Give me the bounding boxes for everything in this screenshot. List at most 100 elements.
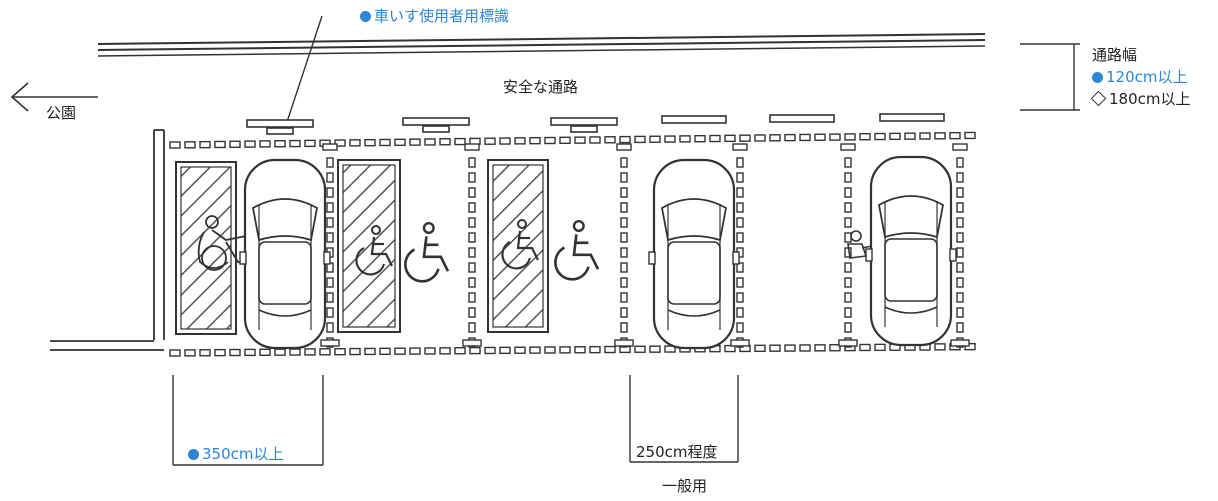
dash-segment bbox=[468, 292, 476, 303]
dash-segment bbox=[468, 157, 476, 168]
dash-segment bbox=[614, 339, 634, 347]
dash-segment bbox=[694, 134, 706, 143]
dash-segment bbox=[320, 339, 340, 347]
blue-dot-icon bbox=[188, 449, 199, 460]
dash-segment bbox=[184, 349, 196, 357]
dash-segment bbox=[468, 172, 476, 183]
dash-segment bbox=[464, 143, 480, 151]
dash-segment bbox=[844, 187, 852, 198]
dash-segment bbox=[544, 346, 556, 354]
dash-segment bbox=[732, 143, 748, 151]
dash-segment bbox=[679, 135, 691, 143]
dash-segment bbox=[838, 339, 858, 347]
dash-segment bbox=[326, 277, 334, 288]
dash-segment bbox=[784, 344, 796, 352]
dash-segment bbox=[844, 217, 852, 228]
dash-segment bbox=[956, 187, 964, 198]
dash-segment bbox=[736, 157, 744, 168]
dash-segment bbox=[304, 139, 316, 148]
dash-segment bbox=[649, 345, 661, 353]
dash-segment bbox=[739, 134, 751, 142]
dash-segment bbox=[799, 133, 811, 142]
dash-segment bbox=[604, 345, 616, 354]
dash-segment bbox=[322, 143, 338, 151]
dash-segment bbox=[649, 135, 661, 143]
dash-segment bbox=[874, 343, 886, 352]
person-in-wheelchair-icon bbox=[197, 215, 251, 271]
dash-segment bbox=[844, 202, 852, 213]
dash-segment bbox=[462, 339, 482, 347]
dash-segment bbox=[829, 133, 841, 141]
path-width-diamond-text: 180cm以上 bbox=[1109, 90, 1191, 108]
dashed-lines bbox=[169, 131, 976, 357]
dash-segment bbox=[754, 134, 766, 142]
dash-segment bbox=[956, 217, 964, 228]
dash-segment bbox=[326, 217, 334, 228]
dash-segment bbox=[956, 322, 964, 333]
dash-segment bbox=[304, 348, 316, 356]
dash-segment bbox=[620, 217, 628, 228]
dash-segment bbox=[468, 307, 476, 318]
dash-segment bbox=[468, 277, 476, 288]
dash-segment bbox=[468, 187, 476, 198]
dash-segment bbox=[620, 292, 628, 303]
dash-segment bbox=[468, 217, 476, 228]
park-label: 公園 bbox=[46, 104, 77, 122]
dash-segment bbox=[956, 232, 964, 243]
dash-segment bbox=[620, 202, 628, 213]
person-icon bbox=[847, 230, 873, 259]
dash-segment bbox=[956, 202, 964, 213]
dash-segment bbox=[379, 138, 391, 147]
dash-segment bbox=[574, 346, 586, 354]
dash-segment bbox=[349, 347, 361, 356]
dash-segment bbox=[844, 232, 852, 243]
dash-segment bbox=[364, 138, 376, 147]
dash-segment bbox=[844, 307, 852, 318]
dash-segment bbox=[709, 134, 721, 143]
dash-segment bbox=[664, 135, 676, 143]
dash-segment bbox=[736, 172, 744, 183]
dash-segment bbox=[319, 348, 331, 356]
general-width-label: 250cm程度 bbox=[636, 443, 718, 461]
dash-segment bbox=[454, 137, 466, 146]
road-edge bbox=[97, 33, 986, 57]
dash-segment bbox=[736, 262, 744, 273]
dash-segment bbox=[499, 346, 511, 355]
dash-segment bbox=[874, 132, 886, 141]
path-width-bracket bbox=[1020, 43, 1080, 111]
dash-segment bbox=[326, 157, 334, 168]
arrow-left-icon bbox=[10, 82, 98, 112]
dash-segment bbox=[559, 136, 571, 145]
dash-segment bbox=[844, 277, 852, 288]
dash-segment bbox=[468, 322, 476, 333]
dash-segment bbox=[859, 343, 871, 352]
accessible-width-text: 350cm以上 bbox=[202, 445, 284, 463]
dash-segment bbox=[844, 262, 852, 273]
dash-segment bbox=[468, 232, 476, 243]
dash-segment bbox=[468, 262, 476, 273]
safe-path-label: 安全な通路 bbox=[503, 78, 579, 96]
dash-segment bbox=[289, 348, 301, 356]
hatched-access-aisles bbox=[175, 159, 549, 335]
dash-segment bbox=[799, 344, 811, 352]
dash-segment bbox=[484, 137, 496, 145]
general-use-label: 一般用 bbox=[662, 477, 708, 495]
dash-segment bbox=[214, 348, 226, 357]
dash-segment bbox=[616, 143, 632, 151]
dash-segment bbox=[620, 322, 628, 333]
dash-segment bbox=[544, 136, 556, 145]
dash-segment bbox=[769, 134, 781, 142]
dash-segment bbox=[620, 262, 628, 273]
dash-segment bbox=[214, 140, 226, 149]
dash-segment bbox=[326, 307, 334, 318]
dash-segment bbox=[620, 232, 628, 243]
dash-segment bbox=[736, 277, 744, 288]
dash-segment bbox=[664, 345, 676, 353]
accessible-width-label: 350cm以上 bbox=[188, 445, 284, 463]
dash-segment bbox=[409, 347, 421, 355]
dash-segment bbox=[364, 347, 376, 356]
dash-segment bbox=[952, 143, 968, 151]
dash-segment bbox=[769, 344, 781, 352]
dash-segment bbox=[468, 247, 476, 258]
dash-segment bbox=[244, 140, 256, 148]
